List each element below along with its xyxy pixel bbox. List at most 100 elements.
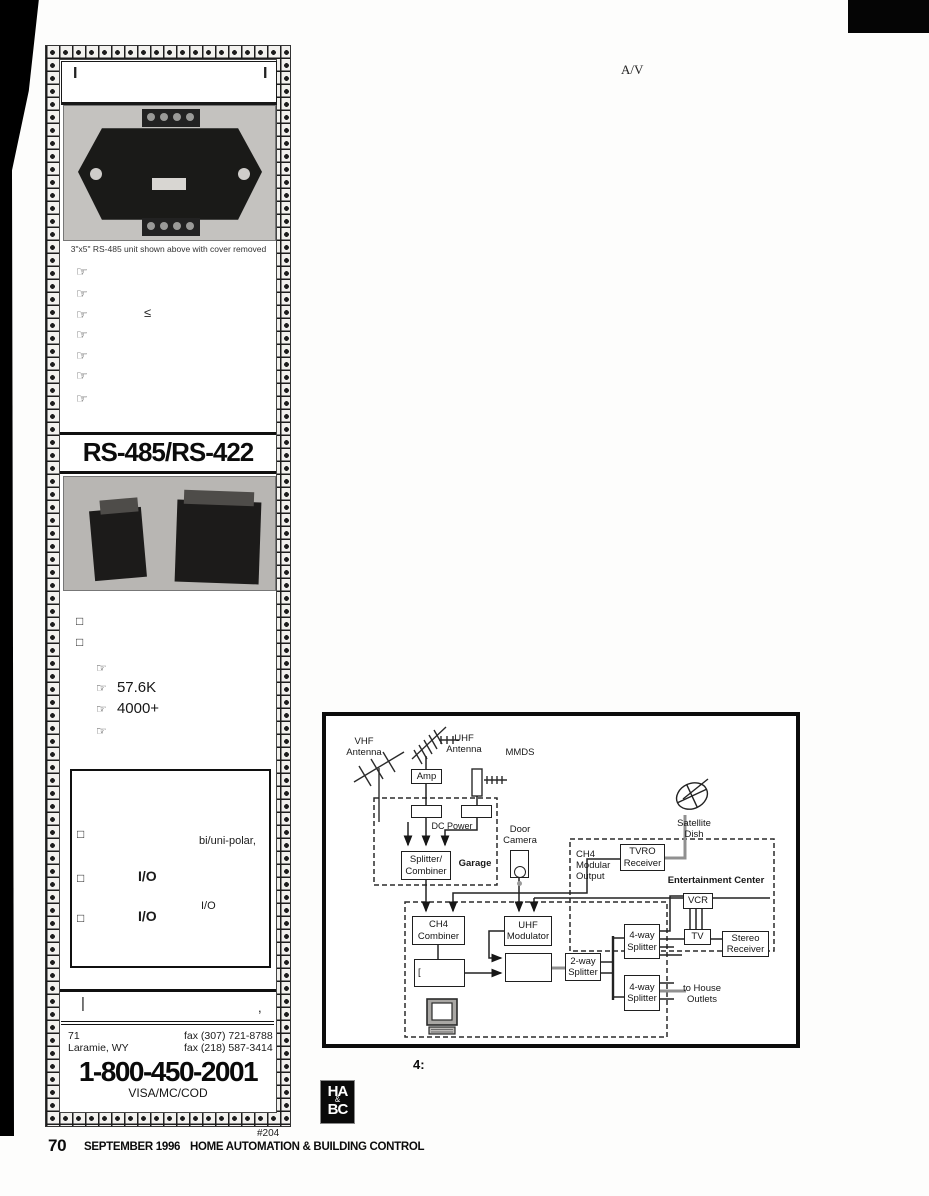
- ad-header-box: I I: [61, 61, 277, 105]
- node-stereo-receiver: Stereo Receiver: [722, 931, 769, 957]
- hand-icon: ☞: [76, 264, 88, 279]
- node-ch4-combiner: CH4 Combiner: [412, 916, 465, 945]
- faded-text-remnant: I: [73, 65, 78, 82]
- habc-logo: HA & BC: [320, 1080, 355, 1124]
- address-line: 71: [68, 1030, 80, 1042]
- node-4way-splitter-bottom: 4-way Splitter: [624, 975, 660, 1011]
- logo-text: HA: [327, 1083, 349, 1100]
- checkbox-icon: □: [77, 911, 85, 925]
- door-camera-icon: [510, 850, 529, 887]
- hand-icon: ☞: [76, 348, 88, 363]
- node-garage-label: Garage: [458, 858, 492, 869]
- node-tvro-receiver: TVRO Receiver: [620, 844, 665, 871]
- fax-line: fax (307) 721-8788: [184, 1030, 273, 1042]
- terminal-block: [142, 109, 200, 127]
- address-line: Laramie, WY: [68, 1042, 129, 1055]
- converter-modules-photo: [63, 476, 276, 591]
- faded-text-remnant: I: [263, 65, 268, 82]
- checkbox-icon: □: [77, 827, 85, 841]
- node-uhf-modulator: UHF Modulator: [504, 916, 552, 946]
- module-large: [174, 499, 262, 585]
- checkbox-icon: □: [77, 871, 85, 885]
- hand-icon: ☞: [96, 724, 107, 738]
- list-item: ☞: [76, 327, 88, 343]
- av-distribution-diagram: VHF Antenna UHF Antenna MMDS Amp DC Powe…: [322, 712, 800, 1048]
- node-2way-splitter: 2-way Splitter: [565, 953, 601, 981]
- terminal-block: [142, 218, 200, 236]
- list-item: ☞: [76, 391, 88, 407]
- figure-caption: 4:: [413, 1057, 425, 1072]
- scan-artifact-left-bar: [0, 0, 39, 1136]
- reader-service-number: #204: [257, 1128, 280, 1139]
- list-item: ☞: [76, 348, 88, 364]
- fax-block: fax (307) 721-8788 fax (218) 587-3414: [184, 1030, 273, 1054]
- node-tv: TV: [684, 929, 711, 945]
- divider: [60, 471, 276, 474]
- bullet-text: 4000+: [116, 700, 160, 717]
- mounting-hole-icon: [90, 168, 102, 180]
- list-item: ☞: [76, 368, 88, 384]
- hand-icon: ☞: [76, 368, 88, 383]
- list-item: ☞: [96, 659, 113, 676]
- list-item: ☞: [96, 722, 113, 739]
- ad-greek-key-border: I I 3"x5" RS-485 unit shown above with c: [45, 45, 291, 1127]
- page-number: 70: [48, 1136, 67, 1155]
- article-av-text: A/V: [621, 62, 644, 77]
- list-item: □: [76, 635, 83, 649]
- mounting-hole-icon: [238, 168, 250, 180]
- board-plate: [78, 128, 262, 220]
- hand-icon: ☞: [96, 681, 107, 695]
- divider: [60, 432, 276, 435]
- photo-caption: 3"x5" RS-485 unit shown above with cover…: [70, 244, 267, 254]
- double-rule: [61, 1021, 274, 1025]
- module-connector: [183, 489, 255, 507]
- list-item: ☞: [76, 286, 88, 302]
- hand-icon: ☞: [76, 327, 88, 342]
- node-house-outlets: to House Outlets: [682, 983, 722, 1006]
- logo-text: BC: [327, 1101, 349, 1118]
- module-small: [89, 506, 147, 582]
- hand-icon: ☞: [76, 391, 88, 406]
- scan-artifact-corner-box: [848, 0, 929, 33]
- divider: [60, 989, 276, 992]
- node-ch4-modular-output: CH4 Modular Output: [576, 849, 611, 883]
- node-vcr: VCR: [683, 893, 713, 909]
- hand-icon: ☞: [96, 702, 107, 716]
- faded-text-remnant: |: [81, 995, 85, 1012]
- node-garage-box2: [461, 805, 492, 818]
- hand-icon: ☞: [96, 661, 107, 675]
- phone-number: 1-800-450-2001: [78, 1056, 259, 1087]
- board-label: [152, 178, 186, 190]
- bullet-text: ≤: [144, 305, 152, 320]
- payment-methods: VISA/MC/COD: [128, 1086, 208, 1100]
- node-garage-box1: [411, 805, 442, 818]
- node-dc-power: DC Power: [431, 821, 473, 831]
- list-item: □: [76, 614, 83, 628]
- list-item: ☞: [76, 264, 88, 280]
- node-unlabeled-modulator-box: [505, 953, 552, 982]
- rs485-board-photo: [63, 105, 276, 241]
- hand-icon: ☞: [76, 286, 88, 301]
- checkbox-icon: □: [76, 614, 84, 628]
- logo-text: &: [334, 1095, 341, 1104]
- ad-headline: RS-485/RS-422: [82, 437, 255, 467]
- node-amp: Amp: [411, 769, 442, 784]
- node-uhf-antenna: UHF Antenna: [446, 733, 482, 756]
- satellite-dish-icon: [675, 782, 709, 810]
- feature-text: I/O: [138, 868, 157, 884]
- node-unlabeled-box: [: [414, 959, 465, 987]
- ad-body: I I 3"x5" RS-485 unit shown above with c: [59, 59, 277, 1113]
- faded-text-remnant: ,: [258, 1000, 262, 1015]
- features-box: □ □ □ bi/uni-polar, I/O I/O I/O: [70, 769, 271, 968]
- node-splitter-combiner: Splitter/ Combiner: [401, 851, 451, 880]
- computer-monitor-icon: [426, 998, 458, 1035]
- node-door-camera-label: Door Camera: [503, 824, 537, 847]
- diagram-lines: [322, 712, 800, 1048]
- footer-issue: SEPTEMBER 1996: [84, 1141, 181, 1153]
- node-satellite-dish-label: Satellite Dish: [677, 818, 711, 841]
- bullet-text: 57.6K: [116, 679, 157, 696]
- feature-text: I/O: [138, 908, 157, 924]
- list-item: ☞ 57.6K: [96, 679, 156, 696]
- fax-line: fax (218) 587-3414: [184, 1042, 273, 1055]
